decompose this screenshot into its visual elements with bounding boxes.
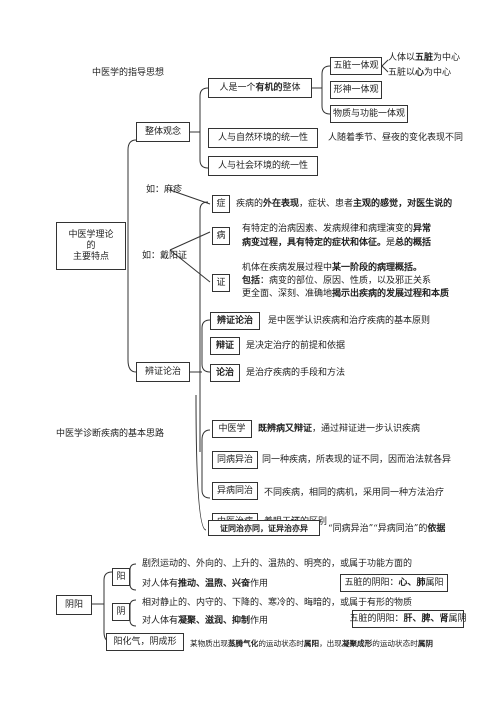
dialectics-text-3: 是治疗疾病的手段和方法 [246, 368, 346, 378]
organic-whole-box: 人是一个有机的整体 [208, 78, 312, 98]
syndrome-tag: 证 [212, 274, 230, 292]
yang-tag: 阳 [112, 568, 130, 586]
measles-example: 如：麻疹 [146, 185, 183, 195]
main-features-box: 中医学理论 的 主要特点 [56, 222, 126, 270]
yin-line-1: 相对静止的、内守的、下降的、寒冷的、晦暗的，或属于有形的物质 [142, 598, 413, 608]
nature-unity-note: 人随着季节、昼夜的变化表现不同 [328, 133, 464, 143]
yin-tag: 阴 [112, 603, 130, 621]
tcm-text: 既辨病又辩证，通过辩证进一步认识疾病 [258, 424, 421, 434]
guiding-thought-label: 中医学的指导思想 [92, 68, 165, 78]
qi-form-tag: 阳化气，阴成形 [106, 633, 184, 651]
diagnosis-approach-label: 中医学诊断疾病的基本思路 [56, 429, 165, 439]
syndrome-text-2: 包括：病变的部位、原因、性质，以及邪正关系 [242, 276, 432, 286]
form-spirit-box: 形神一体观 [330, 81, 382, 99]
syndrome-text-1: 机体在疾病发展过程中某一阶段的病理概括。 [242, 263, 423, 273]
yin-organs-box: 五脏的阴阳：肝、脾、肾 属阴 [349, 610, 467, 628]
yinyang-box: 阴阳 [56, 595, 92, 615]
dialectics-tag-2: 辩证 [210, 337, 240, 355]
syndrome-text-3: 更全面、深刻、准确地揭示出疾病的发展过程和本质 [242, 289, 450, 299]
organic-post: 整体 [282, 82, 301, 93]
dialectics-text-1: 是中医学认识疾病和治疗疾病的基本原则 [268, 316, 431, 326]
disease-text-1: 有特定的治病因素、发病规律和病理演变的异常 [242, 224, 432, 234]
matter-function-box: 物质与功能一体观 [330, 105, 408, 123]
dialectics-tag-1: 辨证论治 [210, 312, 260, 330]
qi-form-text: 某物质出现蒸腾气化的运动状态时属阳，出现凝聚成形的运动状态时属阴 [190, 639, 433, 648]
society-unity-box: 人与社会环境的统一性 [208, 156, 318, 176]
holism-box: 整体观念 [136, 122, 190, 142]
main-features-line-3: 主要特点 [72, 251, 109, 262]
yang-line-1: 剧烈运动的、外向的、上升的、温热的、明亮的，或属于功能方面的 [142, 559, 413, 569]
basis-text: “同病异治”“异病同治”的依据 [328, 524, 446, 534]
yang-organs-box: 五脏的阴阳：心、肺 属阳 [340, 574, 448, 592]
disease-text-2: 病变过程，具有特定的症状和体征。是总的概括 [242, 238, 432, 248]
main-features-line-2: 的 [86, 240, 96, 251]
same-disease-tag: 同病异治 [212, 451, 258, 469]
disease-tag: 病 [212, 227, 230, 245]
organic-pre: 人是一个 [219, 82, 256, 93]
dialectics-text-2: 是决定治疗的前提和依据 [246, 341, 346, 351]
five-organ-box: 五脏一体观 [330, 57, 382, 75]
dialectics-box: 辨证论治 [136, 362, 190, 382]
daiyang-example: 如：戴阳证 [142, 251, 188, 261]
symptom-text: 疾病的外在表现，症状、患者主观的感觉，对医生说的 [236, 199, 453, 209]
yang-line-2: 对人体有推动、温煦、兴奋作用 [142, 579, 269, 589]
main-features-line-1: 中医学理论 [68, 229, 114, 240]
basis-tag: 证同治亦同，证异治亦异 [208, 520, 320, 536]
tcm-tag: 中医学 [212, 420, 252, 438]
same-disease-text: 同一种疾病，所表现的证不同，因而治法就各异 [262, 455, 452, 465]
five-zang-center-note-1: 人体以五脏为中心 [388, 53, 461, 63]
dialectics-tag-3: 论治 [210, 364, 240, 382]
diff-disease-tag: 异病同治 [212, 482, 258, 500]
organic-bold: 有机的 [255, 82, 283, 93]
yin-line-2: 对人体有凝聚、滋润、抑制作用 [142, 616, 269, 626]
five-zang-center-note-2: 五脏以心为中心 [388, 68, 452, 78]
diff-disease-text: 不同疾病，相同的病机，采用同一种方法治疗 [264, 488, 445, 498]
nature-unity-box: 人与自然环境的统一性 [208, 128, 318, 148]
symptom-tag: 症 [212, 195, 230, 213]
